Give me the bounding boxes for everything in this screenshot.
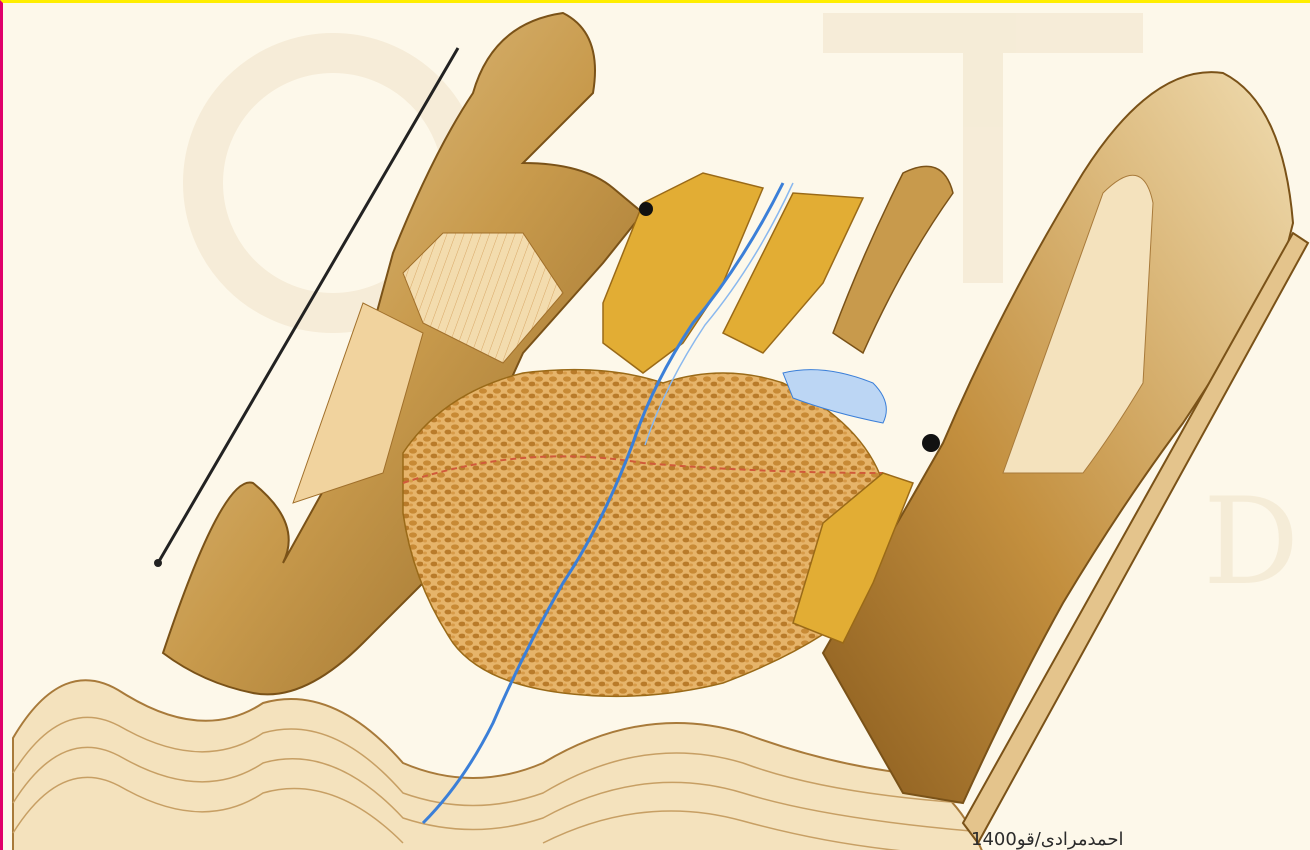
upper-deposits bbox=[603, 173, 863, 373]
settlement-marker-upper bbox=[639, 202, 653, 216]
alluvial-fan-block-diagram: D bbox=[3, 3, 1310, 850]
svg-text:D: D bbox=[1203, 473, 1299, 612]
strata-cross-section bbox=[13, 680, 983, 850]
author-caption: احمدمرادی/قو1400 bbox=[971, 829, 1123, 850]
right-mountain-ridge bbox=[823, 72, 1308, 843]
settlement-marker-right bbox=[922, 434, 940, 452]
